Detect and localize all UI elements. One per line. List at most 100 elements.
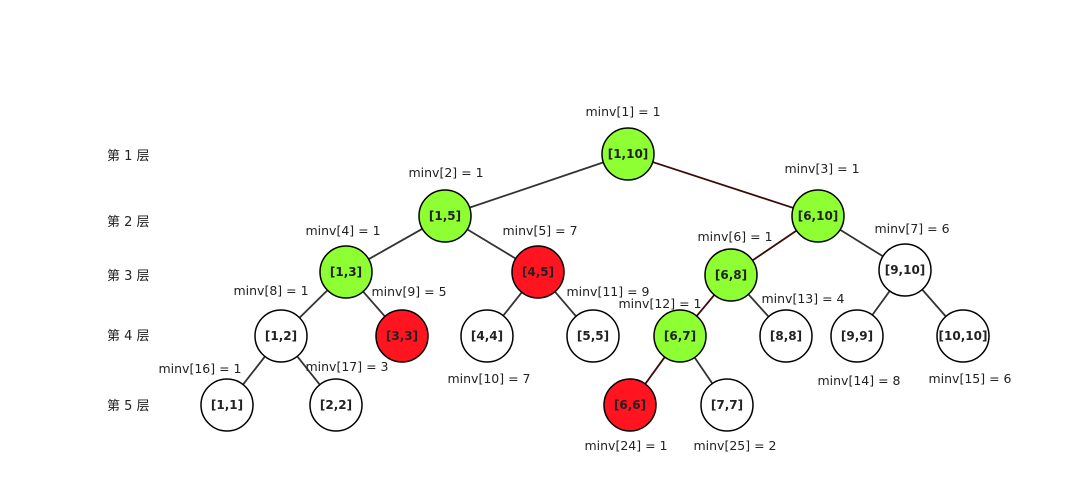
node-circle-5 (511, 245, 565, 299)
tree-node-6: [6,8] (704, 248, 758, 302)
node-label-6: [6,8] (715, 268, 747, 282)
minv-annotation-16: minv[16] = 1 (158, 361, 241, 376)
minv-annotation-9: minv[9] = 5 (371, 284, 446, 299)
tree-node-2: [1,5] (418, 189, 472, 243)
tree-node-5: [4,5] (511, 245, 565, 299)
minv-annotation-8: minv[8] = 1 (233, 283, 308, 298)
edge-3-6 (752, 229, 797, 262)
tree-node-11: [5,5] (566, 309, 620, 363)
edge-1-3 (652, 161, 794, 209)
layer-label-4: 第 4 层 (107, 329, 150, 344)
node-label-3: [6,10] (798, 209, 839, 223)
minv-annotation-17: minv[17] = 3 (305, 359, 388, 374)
node-circle-4 (319, 245, 373, 299)
tree-node-12: [6,7] (653, 309, 707, 363)
node-label-16: [1,1] (211, 398, 243, 412)
tree-node-13: [8,8] (759, 309, 813, 363)
tree-node-8: [1,2] (254, 309, 308, 363)
tree-node-15: [10,10] (936, 309, 990, 363)
minv-annotation-14: minv[14] = 8 (817, 373, 900, 388)
node-label-2: [1,5] (429, 209, 461, 223)
node-label-11: [5,5] (577, 329, 609, 343)
node-label-13: [8,8] (770, 329, 802, 343)
node-circle-8 (254, 309, 308, 363)
node-label-24: [6,6] (614, 398, 646, 412)
minv-annotation-10: minv[10] = 7 (447, 371, 530, 386)
layer-label-2: 第 2 层 (107, 215, 150, 230)
node-label-10: [4,4] (471, 329, 503, 343)
tree-node-4: [1,3] (319, 245, 373, 299)
node-label-14: [9,9] (841, 329, 873, 343)
edge-12-24 (644, 356, 666, 385)
node-circle-3 (791, 189, 845, 243)
node-label-5: [4,5] (522, 265, 554, 279)
minv-annotation-1: minv[1] = 1 (585, 104, 660, 119)
minv-annotation-11: minv[11] = 9 (566, 284, 649, 299)
node-circle-25 (700, 378, 754, 432)
tree-node-10: [4,4] (460, 309, 514, 363)
node-circle-24 (603, 378, 657, 432)
minv-annotation-4: minv[4] = 1 (305, 223, 380, 238)
node-label-17: [2,2] (320, 398, 352, 412)
edge-6-13 (747, 293, 770, 318)
minv-annotation-2: minv[2] = 1 (408, 165, 483, 180)
edge-8-16 (242, 355, 266, 386)
tree-node-16: [1,1] (200, 378, 254, 432)
node-circle-6 (704, 248, 758, 302)
node-circle-15 (936, 309, 990, 363)
edge-8-17 (296, 355, 321, 386)
minv-annotation-13: minv[13] = 4 (761, 291, 844, 306)
edge-5-10 (502, 291, 523, 317)
node-label-12: [6,7] (664, 329, 696, 343)
edge-2-4 (368, 228, 423, 260)
tree-node-25: [7,7] (700, 378, 754, 432)
node-circle-13 (759, 309, 813, 363)
edge-5-11 (554, 291, 577, 317)
minv-annotation-5: minv[5] = 7 (502, 223, 577, 238)
edge-12-25 (693, 356, 714, 385)
edge-3-7 (839, 228, 884, 258)
node-circle-9 (375, 309, 429, 363)
tree-node-7: [9,10] (878, 243, 932, 297)
minv-annotation-6: minv[6] = 1 (697, 229, 772, 244)
edge-4-8 (298, 289, 329, 319)
node-circle-1 (601, 127, 655, 181)
edge-7-14 (871, 290, 891, 316)
edge-1-2 (469, 161, 604, 209)
node-circle-17 (309, 378, 363, 432)
edge-6-12 (695, 294, 716, 317)
layer-label-1: 第 1 层 (107, 149, 150, 164)
node-circle-12 (653, 309, 707, 363)
layer-label-3: 第 3 层 (107, 269, 150, 284)
minv-annotation-12: minv[12] = 1 (618, 296, 701, 311)
layer-label-5: 第 5 层 (107, 399, 150, 414)
node-label-9: [3,3] (386, 329, 418, 343)
node-label-1: [1,10] (608, 147, 649, 161)
node-label-4: [1,3] (330, 265, 362, 279)
edge-7-15 (921, 288, 947, 318)
node-label-7: [9,10] (885, 263, 926, 277)
tree-node-14: [9,9] (830, 309, 884, 363)
tree-node-24: [6,6] (603, 378, 657, 432)
node-circle-14 (830, 309, 884, 363)
node-label-15: [10,10] (939, 329, 988, 343)
node-label-8: [1,2] (265, 329, 297, 343)
tree-node-9: [3,3] (375, 309, 429, 363)
tree-node-1: [1,10] (601, 127, 655, 181)
edge-2-5 (466, 228, 517, 260)
node-circle-11 (566, 309, 620, 363)
minv-annotation-3: minv[3] = 1 (784, 161, 859, 176)
minv-annotation-7: minv[7] = 6 (874, 221, 949, 236)
minv-annotation-25: minv[25] = 2 (693, 438, 776, 453)
tree-node-3: [6,10] (791, 189, 845, 243)
node-circle-2 (418, 189, 472, 243)
minv-annotation-24: minv[24] = 1 (584, 438, 667, 453)
node-label-25: [7,7] (711, 398, 743, 412)
tree-node-17: [2,2] (309, 378, 363, 432)
minv-annotation-15: minv[15] = 6 (928, 371, 1011, 386)
node-circle-10 (460, 309, 514, 363)
node-circle-7 (878, 243, 932, 297)
edge-4-9 (362, 290, 386, 318)
